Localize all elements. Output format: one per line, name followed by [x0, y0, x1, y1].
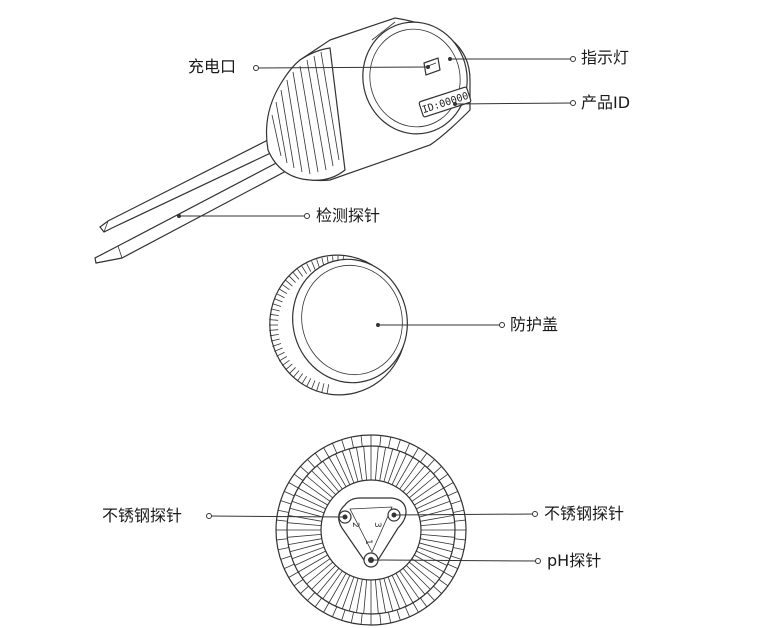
marker-2: 2	[350, 522, 360, 528]
sensor-device: ID:00000	[94, 17, 472, 264]
label-ph-probe: pH探针	[547, 551, 602, 570]
label-probe-needles: 检测探针	[316, 206, 381, 225]
label-charging-port: 充电口	[188, 57, 237, 76]
label-indicator-light: 指示灯	[581, 48, 630, 67]
label-steel-probe-left: 不锈钢探针	[102, 506, 183, 525]
probe-needles	[94, 139, 289, 264]
marker-3: 3	[372, 522, 382, 528]
protective-cap	[269, 254, 408, 396]
label-steel-probe-right: 不锈钢探针	[544, 504, 625, 523]
leader-lines	[177, 56, 576, 564]
grip-ring	[265, 47, 346, 181]
bottom-view: 2 3 1	[275, 434, 467, 626]
charging-port-icon	[423, 57, 441, 76]
marker-1: 1	[363, 539, 373, 545]
label-product-id: 产品ID	[581, 93, 631, 112]
label-protective-cap: 防护盖	[510, 315, 559, 334]
